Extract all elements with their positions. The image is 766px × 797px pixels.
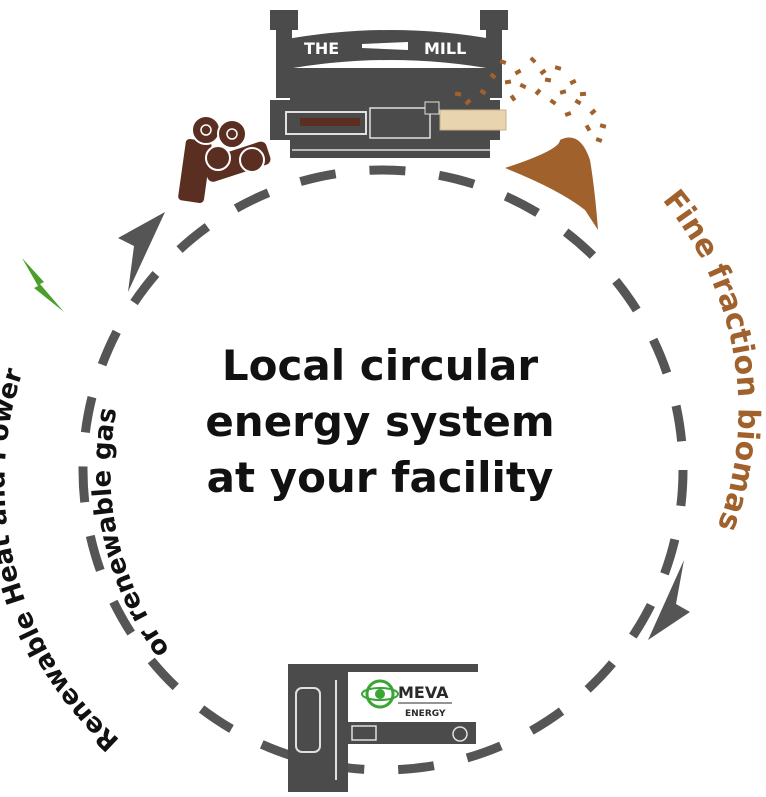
arrowhead-icon bbox=[118, 212, 165, 292]
meva-logo-icon bbox=[361, 679, 399, 709]
meva-sub-text: ENERGY bbox=[405, 709, 446, 719]
renewable-gas-label: or renewable gas bbox=[87, 405, 175, 663]
center-title-line-3: at your facility bbox=[206, 453, 554, 502]
mill-sign-right: MILL bbox=[424, 39, 466, 58]
mill-building: THE MILL bbox=[270, 10, 508, 158]
saw-blade-icon bbox=[362, 42, 408, 50]
mill-sign-left: THE bbox=[304, 39, 339, 58]
center-title: Local circular energy system at your fac… bbox=[180, 338, 580, 506]
meva-plant: MEVA ENERGY bbox=[288, 664, 478, 792]
meva-brand-text: MEVA bbox=[398, 683, 449, 702]
cycle-ring bbox=[78, 165, 688, 775]
lightning-bolt-icon bbox=[22, 258, 64, 312]
center-title-line-2: energy system bbox=[205, 397, 555, 446]
arrowhead-icon bbox=[648, 560, 690, 640]
center-title-line-1: Local circular bbox=[221, 341, 539, 390]
biomass-pile-icon bbox=[454, 56, 607, 230]
log-pile-icon bbox=[178, 115, 271, 203]
